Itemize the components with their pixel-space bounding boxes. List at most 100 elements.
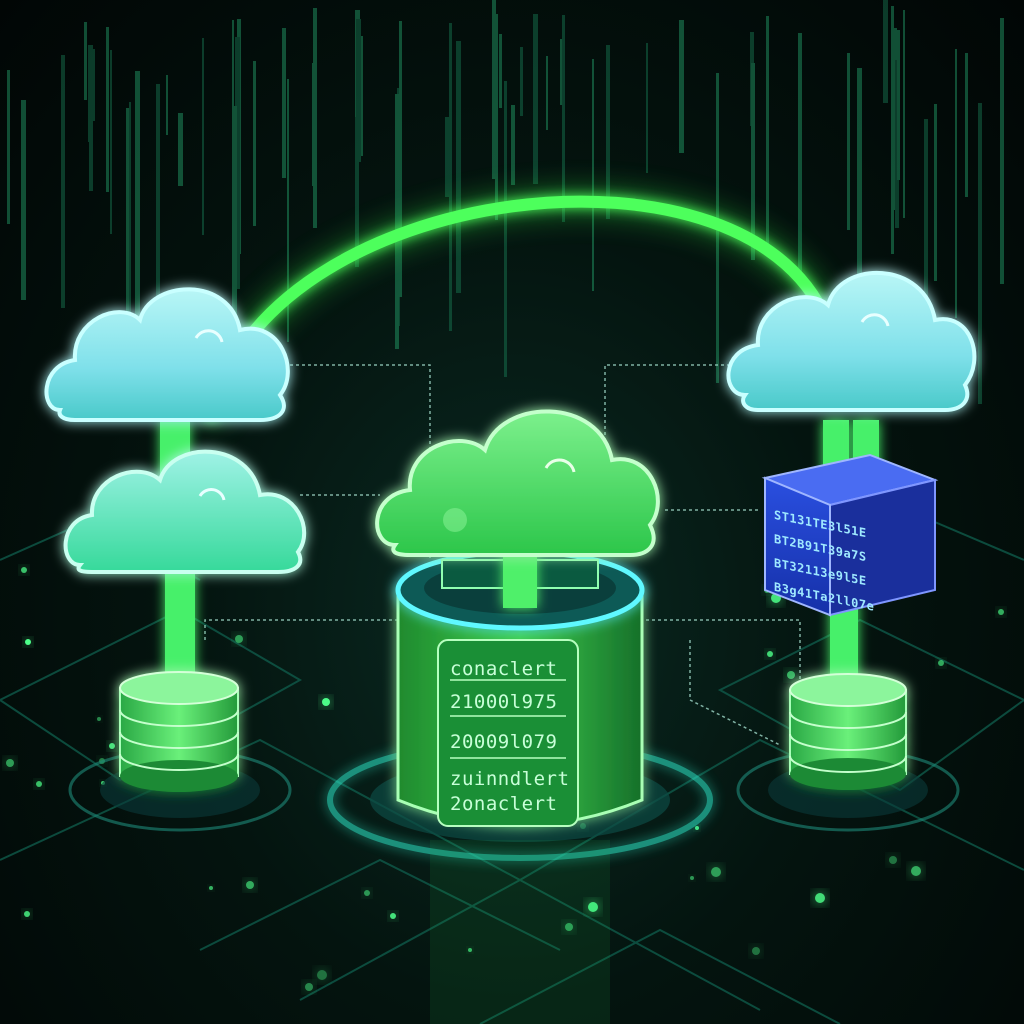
glow-dot: [752, 947, 760, 955]
tank-line-5: 2onaclert: [450, 793, 557, 815]
glow-dot: [998, 609, 1004, 615]
data-rain-streak: [895, 60, 899, 228]
data-rain-streak: [499, 34, 502, 108]
data-rain-streak: [129, 102, 131, 351]
data-rain-streak: [646, 43, 648, 173]
data-rain-streak: [399, 21, 402, 297]
data-rain-streak: [893, 28, 897, 210]
glow-dot: [97, 717, 101, 721]
glow-dot: [246, 881, 254, 889]
glow-dot: [787, 671, 795, 679]
glow-dot: [322, 698, 330, 706]
data-rain-streak: [750, 32, 754, 126]
data-rain-streak: [978, 103, 982, 404]
data-rain-streak: [965, 53, 968, 197]
data-rain-streak: [355, 117, 359, 267]
glow-dot: [109, 743, 115, 749]
glow-dot: [815, 893, 825, 903]
arc-connector: [197, 188, 843, 423]
glow-dot: [588, 902, 598, 912]
data-rain-streak: [21, 100, 26, 300]
data-rain-streak: [766, 16, 769, 246]
data-rain-streak: [166, 75, 168, 135]
glow-dot: [390, 913, 396, 919]
database-icon: [119, 671, 239, 792]
data-rain-streak: [934, 104, 937, 281]
data-rain-streak: [91, 49, 95, 121]
glow-dot: [364, 890, 370, 896]
cloud-icon: [44, 287, 290, 422]
data-rain-streak: [237, 19, 241, 254]
tank-line-3: 20009l079: [450, 731, 557, 753]
data-rain-streak: [135, 71, 140, 319]
data-rain-streak: [282, 28, 286, 178]
data-rain-streak: [232, 106, 237, 329]
glow-dot: [690, 876, 694, 880]
glow-dot: [565, 923, 573, 931]
glow-dot: [209, 886, 213, 890]
data-rain-streak: [495, 14, 498, 220]
data-rain-streak: [84, 22, 87, 100]
data-rain-streak: [903, 10, 905, 218]
data-rain-streak: [397, 88, 400, 326]
data-rain-streak: [546, 56, 548, 130]
data-rain-streak: [533, 14, 538, 184]
data-rain-streak: [232, 20, 234, 296]
data-rain-streak: [679, 20, 684, 153]
glow-dot: [911, 866, 921, 876]
data-rain-streak: [89, 52, 93, 191]
data-rain-streak: [751, 63, 755, 260]
glow-dot: [25, 639, 31, 645]
data-rain-streak: [313, 8, 317, 228]
data-rain-streak: [7, 70, 10, 224]
data-rain-streak: [110, 50, 112, 234]
data-rain-streak: [312, 63, 316, 186]
glow-dot: [235, 635, 243, 643]
data-rain-streak: [106, 27, 109, 192]
data-rain-streak: [504, 81, 507, 377]
cloud-icon: [375, 409, 660, 557]
data-rain-streak: [287, 79, 289, 342]
data-rain-streak: [606, 45, 610, 219]
data-rain-streak: [126, 108, 129, 374]
tank-line-2: 21000l975: [450, 691, 557, 713]
data-rain-streak: [847, 53, 850, 230]
glow-dot: [317, 970, 327, 980]
data-rain-streak: [356, 19, 361, 162]
glow-dot: [305, 983, 313, 991]
glow-dot: [468, 948, 472, 952]
data-rain-streak: [562, 15, 565, 222]
data-rain-streak: [955, 49, 957, 318]
data-rain-streak: [235, 37, 240, 289]
tank-line-4: zuinndlert: [450, 768, 569, 790]
data-rain-streak: [355, 10, 360, 161]
data-rain-streak: [253, 61, 256, 226]
data-rain-streak: [178, 113, 183, 186]
data-rain-streak: [456, 41, 461, 293]
data-rain-streak: [520, 47, 523, 116]
cloud-icon: [63, 449, 307, 574]
glow-dot: [695, 826, 699, 830]
glow-dot: [36, 781, 42, 787]
data-rain-streak: [359, 36, 363, 156]
server-block-icon: ST131TE3l51E BT2B91T39a7S BT32113e9l5E B…: [761, 453, 939, 617]
data-rain-streak: [235, 40, 237, 242]
central-storage-node: conaclert 21000l975 20009l079 zuinndlert…: [327, 409, 713, 1024]
data-rain-streak: [445, 117, 449, 197]
data-rain-streak: [61, 55, 65, 308]
database-icon: [789, 673, 907, 790]
left-front-cloud-node: [63, 449, 307, 832]
data-rain-streak: [897, 30, 900, 180]
glow-dot: [21, 567, 27, 573]
data-rain-streak: [560, 39, 563, 105]
data-rain-streak: [1000, 18, 1004, 249]
data-rain-streak: [88, 45, 93, 142]
data-rain-streak: [202, 38, 204, 235]
glow-dot: [938, 660, 944, 666]
glow-dot: [711, 867, 721, 877]
data-rain-streak: [449, 23, 452, 331]
data-rain-streak: [592, 59, 594, 291]
data-rain-streak: [924, 119, 928, 321]
data-rain-streak: [891, 6, 894, 254]
